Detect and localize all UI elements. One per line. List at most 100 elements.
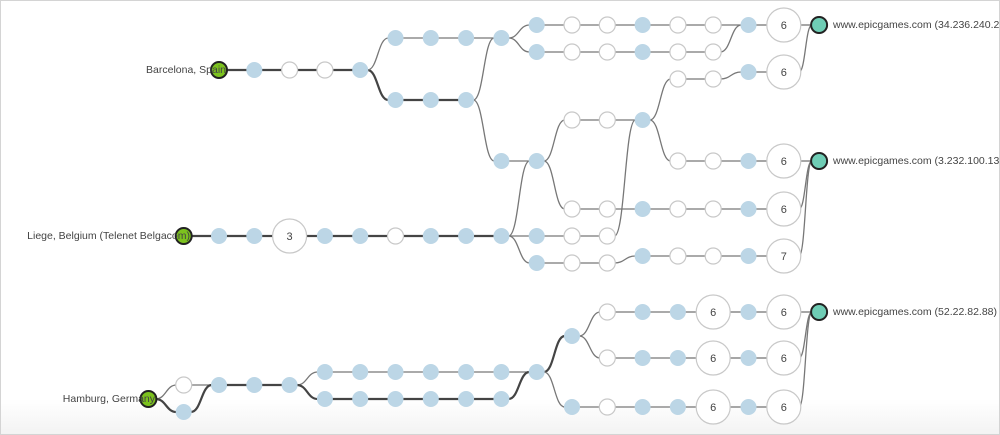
hop-node[interactable] — [528, 17, 545, 33]
source-node[interactable] — [139, 390, 158, 408]
hop-node[interactable] — [740, 201, 757, 217]
hop-node[interactable] — [528, 44, 545, 60]
hop-node[interactable] — [528, 153, 545, 169]
hop-node[interactable] — [352, 391, 369, 407]
hop-node[interactable] — [387, 30, 404, 46]
unknown-hop-node[interactable] — [598, 43, 616, 61]
unknown-hop-node[interactable] — [598, 254, 616, 272]
source-node[interactable] — [174, 227, 193, 245]
unknown-hop-node[interactable] — [598, 111, 616, 129]
hop-node[interactable] — [669, 304, 686, 320]
unknown-hop-node[interactable] — [598, 200, 616, 218]
grouped-hop-node[interactable] — [695, 294, 731, 330]
unknown-hop-node[interactable] — [598, 349, 616, 367]
hop-node[interactable] — [493, 364, 510, 380]
hop-node[interactable] — [740, 350, 757, 366]
grouped-hop-node[interactable] — [766, 7, 802, 43]
unknown-hop-node[interactable] — [669, 16, 687, 34]
grouped-hop-node[interactable] — [272, 218, 308, 254]
destination-node[interactable] — [810, 152, 829, 170]
hop-node[interactable] — [352, 62, 369, 78]
unknown-hop-node[interactable] — [669, 152, 687, 170]
hop-node[interactable] — [528, 228, 545, 244]
destination-node[interactable] — [810, 16, 829, 34]
hop-node[interactable] — [634, 350, 651, 366]
unknown-hop-node[interactable] — [669, 247, 687, 265]
hop-node[interactable] — [211, 377, 227, 393]
hop-node[interactable] — [740, 248, 757, 264]
hop-node[interactable] — [634, 44, 651, 60]
hop-node[interactable] — [352, 364, 369, 380]
grouped-hop-node[interactable] — [766, 389, 802, 425]
hop-node[interactable] — [669, 399, 686, 415]
grouped-hop-node[interactable] — [766, 191, 802, 227]
grouped-hop-node[interactable] — [766, 340, 802, 376]
hop-node[interactable] — [493, 228, 510, 244]
hop-node[interactable] — [740, 17, 757, 33]
hop-node[interactable] — [246, 62, 263, 78]
hop-node[interactable] — [246, 377, 263, 393]
grouped-hop-node[interactable] — [695, 389, 731, 425]
hop-node[interactable] — [387, 92, 404, 108]
hop-node[interactable] — [458, 30, 475, 46]
hop-node[interactable] — [458, 391, 475, 407]
grouped-hop-node[interactable] — [766, 54, 802, 90]
unknown-hop-node[interactable] — [316, 61, 334, 79]
hop-node[interactable] — [669, 350, 686, 366]
unknown-hop-node[interactable] — [563, 43, 581, 61]
hop-node[interactable] — [422, 92, 439, 108]
hop-node[interactable] — [493, 391, 510, 407]
unknown-hop-node[interactable] — [281, 61, 299, 79]
unknown-hop-node[interactable] — [175, 376, 193, 394]
hop-node[interactable] — [458, 92, 475, 108]
hop-node[interactable] — [246, 228, 263, 244]
grouped-hop-node[interactable] — [766, 143, 802, 179]
hop-node[interactable] — [175, 404, 192, 420]
unknown-hop-node[interactable] — [704, 16, 722, 34]
hop-node[interactable] — [352, 228, 369, 244]
hop-node[interactable] — [740, 304, 757, 320]
hop-node[interactable] — [634, 399, 651, 415]
source-node[interactable] — [210, 61, 228, 79]
hop-node[interactable] — [634, 304, 651, 320]
hop-node[interactable] — [528, 364, 545, 380]
unknown-hop-node[interactable] — [386, 227, 405, 245]
unknown-hop-node[interactable] — [563, 16, 581, 34]
unknown-hop-node[interactable] — [669, 70, 687, 88]
hop-node[interactable] — [740, 399, 757, 415]
hop-node[interactable] — [422, 30, 439, 46]
unknown-hop-node[interactable] — [704, 70, 722, 88]
unknown-hop-node[interactable] — [669, 200, 687, 218]
hop-node[interactable] — [564, 399, 580, 415]
hop-node[interactable] — [528, 255, 545, 271]
unknown-hop-node[interactable] — [563, 200, 581, 218]
hop-node[interactable] — [211, 228, 227, 244]
hop-node[interactable] — [564, 328, 580, 344]
hop-node[interactable] — [387, 364, 404, 380]
hop-node[interactable] — [458, 228, 475, 244]
destination-node[interactable] — [810, 303, 829, 321]
hop-node[interactable] — [634, 17, 651, 33]
unknown-hop-node[interactable] — [598, 303, 616, 321]
hop-node[interactable] — [634, 248, 651, 264]
hop-node[interactable] — [493, 153, 510, 169]
unknown-hop-node[interactable] — [704, 43, 722, 61]
grouped-hop-node[interactable] — [695, 340, 731, 376]
grouped-hop-node[interactable] — [766, 238, 802, 274]
grouped-hop-node[interactable] — [766, 294, 802, 330]
hop-node[interactable] — [316, 228, 333, 244]
hop-node[interactable] — [316, 391, 333, 407]
hop-node[interactable] — [740, 64, 757, 80]
unknown-hop-node[interactable] — [704, 247, 722, 265]
unknown-hop-node[interactable] — [669, 43, 687, 61]
hop-node[interactable] — [281, 377, 298, 393]
hop-node[interactable] — [316, 364, 333, 380]
hop-node[interactable] — [634, 112, 651, 128]
hop-node[interactable] — [422, 364, 439, 380]
unknown-hop-node[interactable] — [598, 227, 616, 245]
hop-node[interactable] — [387, 391, 404, 407]
hop-node[interactable] — [634, 201, 651, 217]
hop-node[interactable] — [493, 30, 510, 46]
unknown-hop-node[interactable] — [598, 16, 616, 34]
hop-node[interactable] — [422, 391, 439, 407]
